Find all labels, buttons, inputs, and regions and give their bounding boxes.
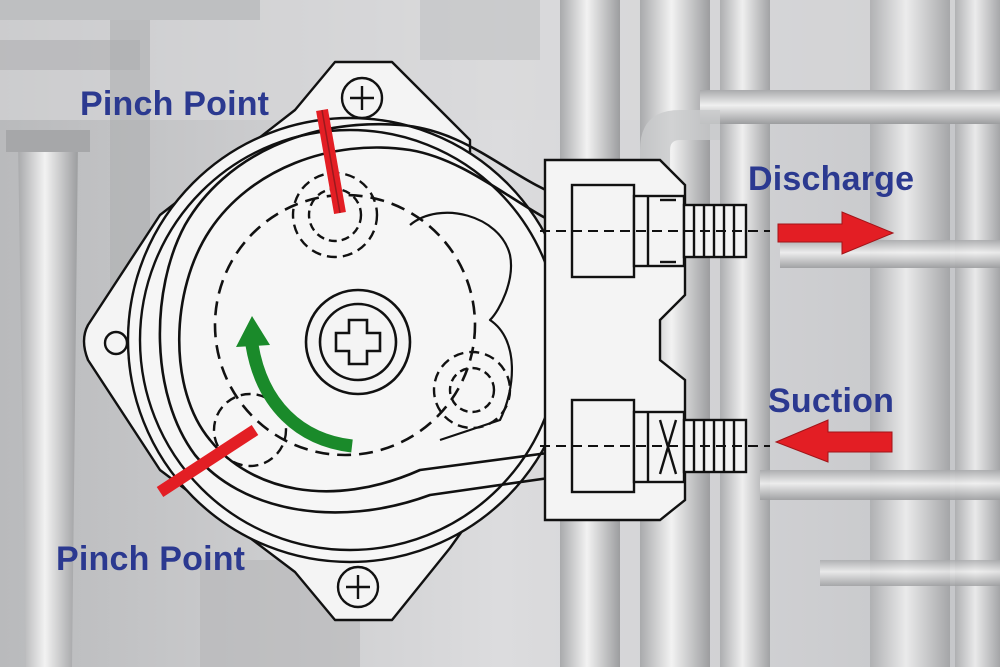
clockwise-rotation-arrow-icon <box>236 316 353 453</box>
suction-label: Suction <box>768 382 895 420</box>
discharge-label: Discharge <box>748 160 915 198</box>
pinch-point-label-top: Pinch Point <box>80 85 270 123</box>
centerline <box>540 230 770 447</box>
rotor-hub <box>304 288 412 396</box>
suction-flow-arrow-icon <box>774 419 893 463</box>
mounting-screw-icon <box>336 76 384 609</box>
pinch-point-label-bottom: Pinch Point <box>56 540 246 578</box>
discharge-flow-arrow-icon <box>777 211 895 255</box>
pinch-point-marker-bottom <box>156 424 259 498</box>
pinch-point-marker-top <box>316 108 346 215</box>
